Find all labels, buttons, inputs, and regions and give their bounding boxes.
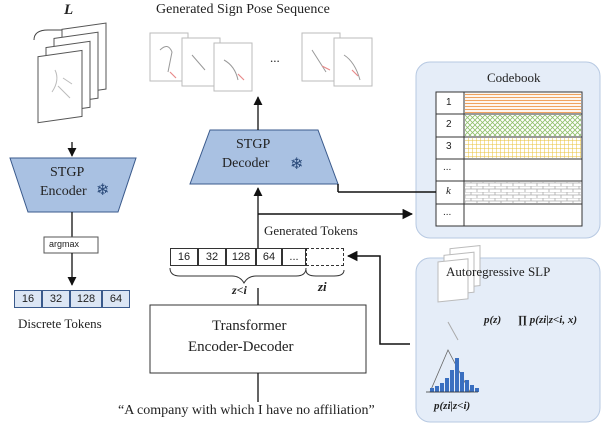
generated-token: 128: [226, 248, 256, 266]
discrete-token: 64: [102, 290, 130, 308]
p-z-label: p(z): [484, 314, 502, 326]
codebook-row-index: 2: [446, 119, 452, 130]
z-less-i-brace: [169, 267, 307, 285]
generated-token: 64: [256, 248, 282, 266]
generated-tokens-label: Generated Tokens: [264, 223, 358, 238]
transformer-block: [149, 304, 367, 374]
discrete-tokens-label: Discrete Tokens: [18, 316, 102, 331]
discrete-token: 32: [42, 290, 70, 308]
transformer-line1: Transformer: [212, 318, 287, 334]
codebook-table: [435, 91, 583, 227]
histogram-bar: [465, 380, 469, 392]
codebook-row-index: 3: [446, 141, 452, 152]
sequence-ellipsis: ...: [270, 50, 280, 65]
snowflake-icon: ❄: [290, 156, 304, 173]
generated-token: 32: [198, 248, 226, 266]
histogram-bar: [470, 385, 474, 392]
argmax-label: argmax: [49, 239, 80, 249]
histogram-bar: [460, 372, 464, 392]
autoregressive-title: Autoregressive SLP: [446, 264, 551, 279]
encoder-line2: Encoder: [40, 184, 87, 199]
histogram-bar: [475, 388, 479, 392]
probability-histogram: [430, 358, 479, 392]
codebook-row-index: k: [446, 185, 451, 197]
generated-token: 16: [170, 248, 198, 266]
discrete-token: 128: [70, 290, 102, 308]
pose-frame-stack: [33, 22, 107, 124]
histogram-bar: [445, 378, 449, 392]
argmax-box: [43, 236, 99, 254]
histogram-bar: [455, 358, 459, 392]
pose-sketch: [51, 69, 73, 99]
z-i-brace: [305, 269, 345, 277]
stgp-encoder-block: [9, 157, 137, 213]
autoregressive-frames: [437, 244, 481, 341]
decoder-line1: STGP: [236, 137, 271, 152]
z-less-i-label: z<i: [232, 283, 247, 297]
snowflake-icon: ❄: [96, 182, 110, 199]
generated-pose-sequence: [149, 32, 373, 92]
codebook-row-index: ...: [443, 162, 452, 173]
histogram-bar: [430, 388, 434, 392]
p-conditional-label: p(zi|z<i): [434, 400, 471, 412]
encoder-line1: STGP: [50, 165, 85, 180]
L-label: L: [64, 2, 74, 18]
codebook-row-index: 1: [446, 97, 452, 108]
z-i-label: zi: [318, 279, 327, 294]
histogram-bar: [450, 370, 454, 392]
histogram-bar: [440, 383, 444, 392]
histogram-bar: [435, 386, 439, 392]
decoder-line2: Decoder: [222, 156, 270, 171]
transformer-line2: Encoder-Decoder: [188, 339, 294, 355]
input-sentence: “A company with which I have no affiliat…: [118, 403, 375, 418]
generated-sequence-title: Generated Sign Pose Sequence: [156, 2, 330, 17]
next-token-placeholder: [306, 248, 344, 266]
codebook-row-index: ...: [443, 207, 452, 218]
discrete-token: 16: [14, 290, 42, 308]
generated-token: ...: [282, 248, 306, 266]
product-formula: ∏ p(zi|z<i, x): [518, 314, 577, 326]
codebook-title: Codebook: [487, 70, 541, 85]
